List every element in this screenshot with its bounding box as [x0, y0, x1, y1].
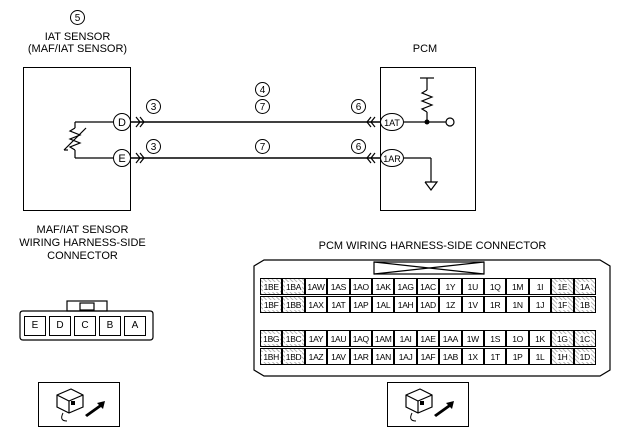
- pcm-pin: 1AF: [416, 348, 440, 365]
- pcm-pin: 1AI: [394, 330, 417, 347]
- pcm-pin: 1AT: [327, 296, 350, 313]
- pcm-pin: 1AY: [304, 330, 328, 347]
- pcm-pin: 1G: [551, 330, 574, 347]
- maf-pin: E: [24, 316, 46, 336]
- maf-connector-caption-line3: CONNECTOR: [47, 250, 118, 262]
- pcm-pin: 1V: [461, 296, 484, 313]
- pcm-pin: 1L: [528, 348, 552, 365]
- pcm-pin: 1AQ: [349, 330, 372, 347]
- maf-pin: A: [124, 316, 146, 336]
- sensor-title-line2: (MAF/IAT SENSOR): [27, 43, 128, 55]
- pcm-pin: 1F: [551, 296, 574, 313]
- pcm-box: [380, 67, 476, 211]
- sensor-terminal-e: E: [113, 149, 131, 167]
- wire-label-mid-7-top: 7: [255, 99, 270, 114]
- pcm-pin: 1AG: [394, 278, 417, 295]
- pcm-pin: 1AR: [349, 348, 372, 365]
- wire-label-pcm-top: 6: [351, 99, 366, 114]
- pcm-pin: 1U: [461, 278, 484, 295]
- sensor-box: [23, 67, 131, 211]
- pcm-pin: 1BH: [260, 348, 283, 365]
- pcm-pin: 1R: [484, 296, 507, 313]
- pcm-pin: 1E: [551, 278, 574, 295]
- pcm-pin: 1AW: [304, 278, 328, 295]
- pcm-pin: 1AZ: [304, 348, 328, 365]
- pcm-pin: 1K: [528, 330, 552, 347]
- pcm-pin: 1AL: [372, 296, 395, 313]
- pcm-pin: 1O: [506, 330, 529, 347]
- maf-pin: D: [49, 316, 71, 336]
- pcm-pin: 1AN: [372, 348, 395, 365]
- pcm-pin: 1X: [461, 348, 484, 365]
- pcm-pin: 1S: [484, 330, 507, 347]
- sensor-terminal-d: D: [113, 113, 131, 131]
- pcm-pin: 1AO: [349, 278, 372, 295]
- connector-hand-icon: [405, 388, 454, 422]
- connector-hand-icon: [56, 388, 105, 422]
- pcm-terminal-1ar: 1AR: [380, 149, 404, 167]
- pcm-pin: 1BE: [260, 278, 283, 295]
- pcm-pin: 1AC: [416, 278, 440, 295]
- pcm-pin: 1AE: [416, 330, 440, 347]
- pcm-pin: 1AV: [327, 348, 350, 365]
- pcm-pin: 1BF: [260, 296, 283, 313]
- pcm-pin: 1BD: [282, 348, 305, 365]
- pcm-pin: 1AX: [304, 296, 328, 313]
- harness-side-icon-left: [38, 382, 120, 427]
- pcm-pin: 1T: [484, 348, 507, 365]
- wire-label-pcm-bottom: 6: [351, 139, 366, 154]
- pcm-pin: 1J: [528, 296, 552, 313]
- pcm-terminal-1at: 1AT: [380, 113, 404, 131]
- pcm-pin: 1Z: [439, 296, 462, 313]
- pcm-pin: 1AJ: [394, 348, 417, 365]
- pcm-pin: 1AD: [416, 296, 440, 313]
- wire-label-sensor-top: 3: [146, 99, 161, 114]
- pcm-pin: 1D: [573, 348, 596, 365]
- harness-side-icon-right: [387, 382, 469, 427]
- pcm-pin: 1M: [506, 278, 529, 295]
- wire-label-mid-4: 4: [255, 82, 270, 97]
- pcm-pin: 1AA: [439, 330, 462, 347]
- pcm-connector-caption: PCM WIRING HARNESS-SIDE CONNECTOR: [318, 240, 547, 252]
- pcm-pin: 1I: [528, 278, 552, 295]
- maf-connector-caption-line2: WIRING HARNESS-SIDE: [19, 237, 146, 249]
- pcm-pin: 1N: [506, 296, 529, 313]
- pcm-pin: 1P: [506, 348, 529, 365]
- pcm-title: PCM: [412, 43, 438, 55]
- maf-pin: C: [74, 316, 96, 336]
- sensor-ref-number: 5: [70, 10, 85, 25]
- pcm-pin: 1BA: [282, 278, 305, 295]
- pcm-pin: 1H: [551, 348, 574, 365]
- pcm-pin: 1B: [573, 296, 596, 313]
- pcm-pin: 1AH: [394, 296, 417, 313]
- pcm-pin: 1AS: [327, 278, 350, 295]
- pcm-pin: 1BG: [260, 330, 283, 347]
- pcm-pin: 1AP: [349, 296, 372, 313]
- pcm-pin: 1Q: [484, 278, 507, 295]
- pcm-pin: 1BC: [282, 330, 305, 347]
- pcm-pin: 1W: [461, 330, 484, 347]
- sensor-title-line1: IAT SENSOR: [44, 31, 111, 43]
- wire-label-mid-7-bottom: 7: [255, 139, 270, 154]
- pcm-pin: 1A: [573, 278, 596, 295]
- pcm-pin: 1Y: [439, 278, 462, 295]
- wire-label-sensor-bottom: 3: [146, 139, 161, 154]
- pcm-pin: 1BB: [282, 296, 305, 313]
- pcm-pin: 1AK: [372, 278, 395, 295]
- pcm-pin: 1AU: [327, 330, 350, 347]
- pcm-pin: 1C: [573, 330, 596, 347]
- maf-connector-caption-line1: MAF/IAT SENSOR: [36, 224, 129, 236]
- pcm-pin: 1AM: [372, 330, 395, 347]
- maf-pin: B: [99, 316, 121, 336]
- pcm-pin: 1AB: [439, 348, 462, 365]
